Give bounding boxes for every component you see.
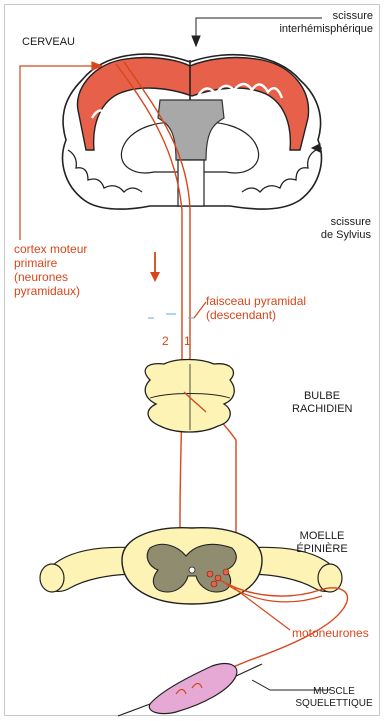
label-cortex-moteur: cortex moteur primaire (neurones pyramid… xyxy=(14,242,87,298)
muscle xyxy=(118,664,262,716)
brain xyxy=(63,54,322,209)
label-motoneurones: motoneurones xyxy=(292,626,369,640)
label-cerveau: CERVEAU xyxy=(22,36,75,49)
section-marks xyxy=(148,314,194,318)
label-faisceau-pyramidal: faisceau pyramidal (descendant) xyxy=(206,294,306,322)
label-scissure-interhemispherique: scissure interhémisphérique xyxy=(279,10,373,36)
label-muscle-squelettique: MUSCLE SQUELETTIQUE xyxy=(294,686,374,710)
label-moelle-epiniere: MOELLE ÉPINIÈRE xyxy=(292,530,352,556)
label-scissure-sylvius: scissure de Sylvius xyxy=(321,216,371,242)
brain-stem xyxy=(178,160,204,206)
label-fiber-2: 2 xyxy=(162,334,169,348)
label-bulbe-rachidien: BULBE RACHIDIEN xyxy=(292,390,352,416)
medulla xyxy=(145,360,234,433)
descending-arrow xyxy=(150,252,160,282)
label-fiber-1: 1 xyxy=(184,334,191,348)
